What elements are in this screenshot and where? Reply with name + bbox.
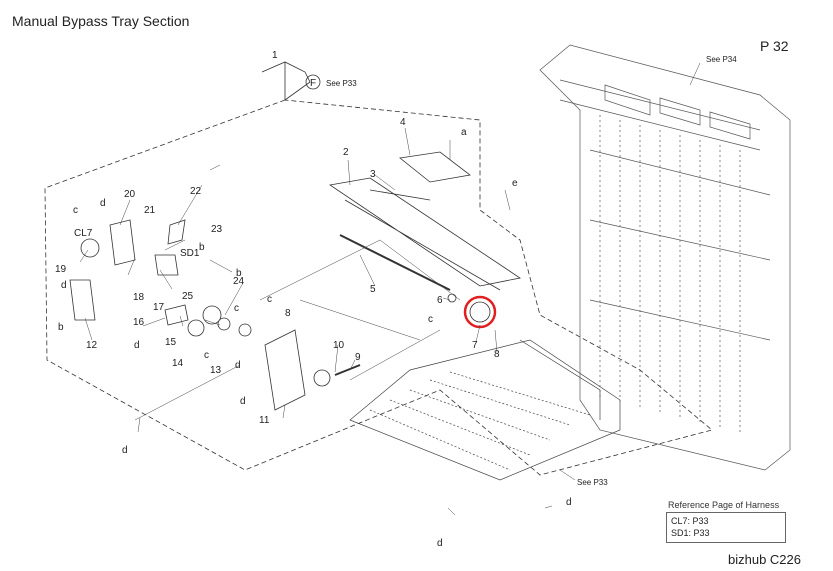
callout-13: 13	[210, 365, 222, 376]
callout-15: 15	[165, 337, 177, 348]
callout-18: 18	[133, 292, 145, 303]
callout-c-4: c	[204, 350, 209, 361]
see-p34: See P34	[706, 55, 737, 64]
callout-21: 21	[144, 205, 156, 216]
part-2-guide	[328, 177, 522, 291]
highlight-circle	[463, 295, 497, 329]
callout-2: 2	[343, 147, 349, 158]
part-11-plate	[264, 329, 306, 411]
callout-c-5: c	[428, 314, 433, 325]
callout-1: 1	[272, 50, 278, 61]
callout-5: 5	[370, 284, 376, 295]
callout-4: 4	[400, 117, 406, 128]
part-3	[369, 189, 431, 201]
part-7-roller	[469, 301, 491, 323]
harness-reference-title: Reference Page of Harness	[668, 500, 780, 510]
callout-7: 7	[472, 340, 478, 351]
callout-19: 19	[55, 264, 67, 275]
callout-f: F	[310, 78, 316, 89]
callout-e: e	[512, 178, 518, 189]
harness-reference-box: CL7: P33 SD1: P33	[666, 512, 786, 543]
see-p33-top: See P33	[326, 79, 357, 88]
part-4-bracket	[399, 151, 471, 183]
callout-d-3: d	[134, 340, 140, 351]
callout-17: 17	[153, 302, 165, 313]
callout-cl7: CL7	[74, 228, 93, 239]
callout-b-2: b	[236, 268, 242, 279]
part-9-shaft	[334, 364, 361, 376]
part-6-collar	[447, 293, 457, 303]
callout-22: 22	[190, 186, 202, 197]
page-number: P 32	[760, 38, 789, 54]
callout-sd1: SD1	[180, 248, 200, 259]
drive-group	[69, 219, 252, 337]
callout-a: a	[461, 127, 467, 138]
main-frame	[539, 44, 791, 471]
part-10-gear	[313, 369, 331, 387]
f-reference-circle	[305, 74, 321, 90]
callout-d-4: d	[235, 360, 241, 371]
callout-d-7: d	[437, 538, 443, 549]
callout-3: 3	[370, 169, 376, 180]
callout-9: 9	[355, 352, 361, 363]
callout-c-2: c	[267, 294, 272, 305]
callout-11: 11	[259, 415, 270, 426]
callout-d-1: d	[100, 198, 106, 209]
callout-16: 16	[133, 317, 145, 328]
callout-23: 23	[211, 224, 223, 235]
callout-8-left: 8	[285, 308, 291, 319]
callout-d-5: d	[240, 396, 246, 407]
page-title: Manual Bypass Tray Section	[12, 13, 190, 29]
callout-b-3: b	[58, 322, 64, 333]
callout-c-3: c	[234, 303, 239, 314]
part-5-shaft	[339, 234, 451, 291]
harness-line-cl7: CL7: P33	[671, 516, 709, 526]
callout-24: 24	[233, 276, 245, 287]
bypass-tray	[349, 339, 621, 481]
see-p33-bottom: See P33	[577, 478, 608, 487]
callout-8-right: 8	[494, 349, 500, 360]
callout-b-1: b	[199, 242, 205, 253]
callout-25: 25	[182, 291, 194, 302]
section-boundary	[44, 99, 713, 476]
leader-lines	[79, 62, 701, 516]
callout-c-1: c	[73, 205, 78, 216]
callout-d-8: d	[566, 497, 572, 508]
callout-6: 6	[437, 295, 443, 306]
harness-line-sd1: SD1: P33	[671, 528, 710, 538]
callout-20: 20	[124, 189, 136, 200]
callout-d-6: d	[122, 445, 128, 456]
callout-10: 10	[333, 340, 345, 351]
callout-14: 14	[172, 358, 184, 369]
callout-12: 12	[86, 340, 98, 351]
model-name: bizhub C226	[728, 552, 801, 567]
callout-d-2: d	[61, 280, 67, 291]
callout-1-bracket	[261, 61, 311, 101]
